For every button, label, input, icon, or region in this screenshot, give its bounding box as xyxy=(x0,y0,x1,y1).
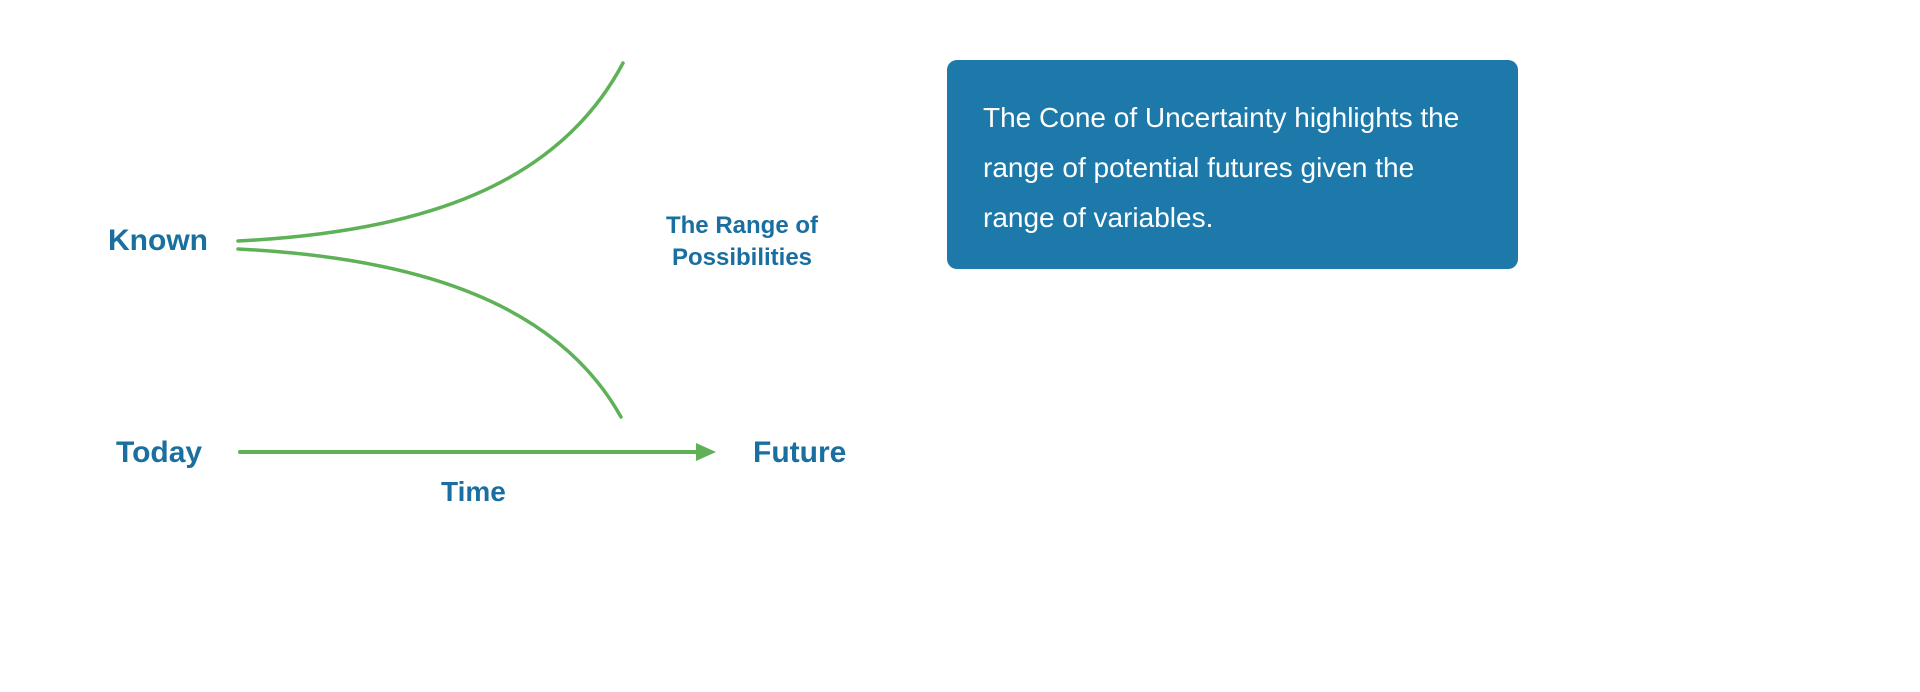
cone-upper-curve xyxy=(236,61,625,243)
time-label: Time xyxy=(441,476,506,507)
cone-diagram-graphics xyxy=(236,61,716,461)
today-label: Today xyxy=(116,436,203,469)
cone-lower-curve xyxy=(236,247,623,419)
known-label: Known xyxy=(108,224,208,257)
range-of-possibilities-label: The Range of Possibilities xyxy=(632,210,852,274)
future-label: Future xyxy=(753,436,847,469)
range-label-line1: The Range of xyxy=(665,212,818,239)
callout-box: The Cone of Uncertainty highlights the r… xyxy=(947,60,1518,269)
range-label-line2: Possibilities xyxy=(671,244,813,271)
time-axis-arrowhead-icon xyxy=(696,443,716,461)
callout-text: The Cone of Uncertainty highlights the r… xyxy=(983,102,1460,233)
